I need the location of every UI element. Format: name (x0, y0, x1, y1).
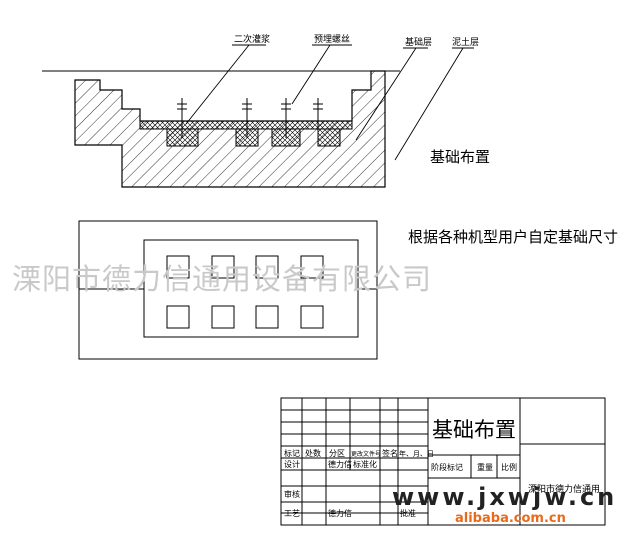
label-design: 设计 (284, 459, 300, 469)
bolt-icon (313, 98, 323, 138)
label-standardize: 标准化 (353, 459, 377, 469)
label-process: 工艺 (284, 509, 300, 518)
bolt-hole (300, 255, 324, 279)
leader-lines (185, 44, 474, 161)
bolt-hole (255, 255, 279, 279)
label-review: 审核 (284, 489, 300, 499)
header-zone: 分区 (329, 449, 345, 458)
watermark-alibaba: alibaba.com.cn (455, 511, 566, 526)
outer-foundation-outline (78, 220, 378, 360)
process-name: 德力信 (328, 508, 352, 518)
label-stage-mark: 阶段标记 (431, 462, 463, 472)
label-scale: 比例 (501, 462, 517, 472)
bolt-icon (177, 98, 187, 138)
label-weight: 重量 (477, 462, 493, 472)
header-count: 处数 (305, 448, 321, 458)
title-block (280, 397, 606, 526)
header-date: 年、月、日 (399, 449, 434, 458)
title-block-company: 溧阳市德力信通用 (528, 483, 600, 495)
plan-note: 根据各种机型用户自定基础尺寸 (408, 228, 618, 246)
header-mark: 标记 (284, 448, 300, 458)
callout-secondary-grouting: 二次灌浆 (234, 33, 270, 45)
grout-layer (139, 120, 353, 147)
bolt-hole (211, 255, 235, 279)
bolt-hole (211, 305, 235, 329)
callout-foundation-layer: 基础层 (405, 36, 432, 48)
header-change-doc: 更改文件号 (351, 450, 381, 458)
header-sign: 签名 (382, 448, 398, 458)
callout-mud-soil-layer: 泥土层 (452, 36, 479, 48)
section-title: 基础布置 (430, 148, 490, 166)
watermark-company: 溧阳市德力信通用设备有限公司 (12, 262, 432, 296)
drawing-title: 基础布置 (432, 418, 516, 442)
bolt-hole (255, 305, 279, 329)
watermark-site: www.jxwjw.cn (392, 483, 617, 511)
label-approve: 批准 (400, 508, 416, 518)
bolt-icon (281, 98, 291, 138)
bolt-hole (166, 305, 190, 329)
designer-name: 德力信 (328, 459, 352, 469)
plan-view (78, 220, 378, 360)
bolt-hole (300, 305, 324, 329)
bolt-icon (242, 98, 252, 138)
section-view: 二次灌浆 预埋螺丝 基础层 泥土层 基础布置 (42, 33, 490, 188)
bolt-hole (166, 255, 190, 279)
callout-embedded-bolt: 预埋螺丝 (314, 33, 350, 45)
